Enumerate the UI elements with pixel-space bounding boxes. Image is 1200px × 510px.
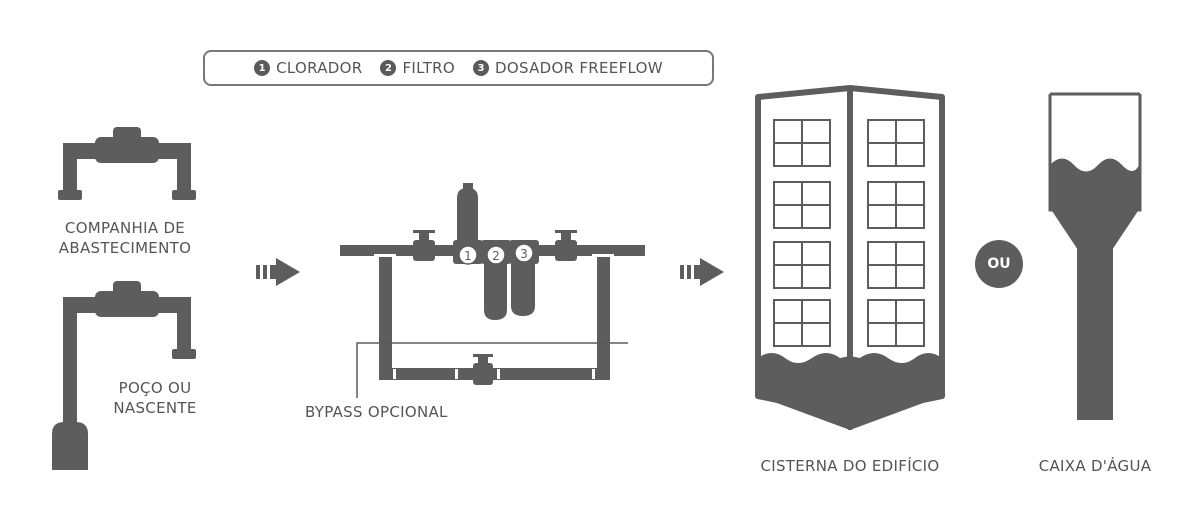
bypass-label: BYPASS OPCIONAL xyxy=(305,403,448,421)
legend-label: CLORADOR xyxy=(276,59,363,77)
well-label-line1: POÇO OU xyxy=(118,379,192,397)
or-badge: OU xyxy=(975,240,1023,288)
supply-pipe-icon xyxy=(58,127,196,200)
supply-label-line1: COMPANHIA DE xyxy=(64,219,186,237)
filter-number-3: 3 xyxy=(520,247,528,261)
well-label-line2: NASCENTE xyxy=(113,399,197,417)
legend: 1 CLORADOR 2 FILTRO 3 DOSADOR FREEFLOW xyxy=(203,50,714,86)
legend-number-badge: 3 xyxy=(473,60,490,76)
water-tank-icon xyxy=(1048,92,1142,420)
legend-number-badge: 1 xyxy=(254,60,271,76)
legend-item-filtro: 2 FILTRO xyxy=(380,59,455,77)
building-label: CISTERNA DO EDIFÍCIO xyxy=(760,457,940,475)
legend-item-dosador: 3 DOSADOR FREEFLOW xyxy=(473,59,663,77)
flow-arrow-icon xyxy=(256,258,300,286)
building-icon xyxy=(755,85,945,430)
treatment-assembly-icon: 1 2 3 xyxy=(340,183,645,398)
legend-number-badge: 2 xyxy=(380,60,397,76)
supply-label-line2: ABASTECIMENTO xyxy=(58,239,192,257)
well-pipe-icon xyxy=(52,281,196,470)
filter-number-1: 1 xyxy=(464,249,472,263)
legend-label: FILTRO xyxy=(402,59,456,77)
legend-label: DOSADOR FREEFLOW xyxy=(495,59,663,77)
tank-label: CAIXA D'ÁGUA xyxy=(1038,457,1152,475)
filter-number-2: 2 xyxy=(492,249,500,263)
flow-arrow-icon xyxy=(680,258,724,286)
legend-item-clorador: 1 CLORADOR xyxy=(254,59,362,77)
